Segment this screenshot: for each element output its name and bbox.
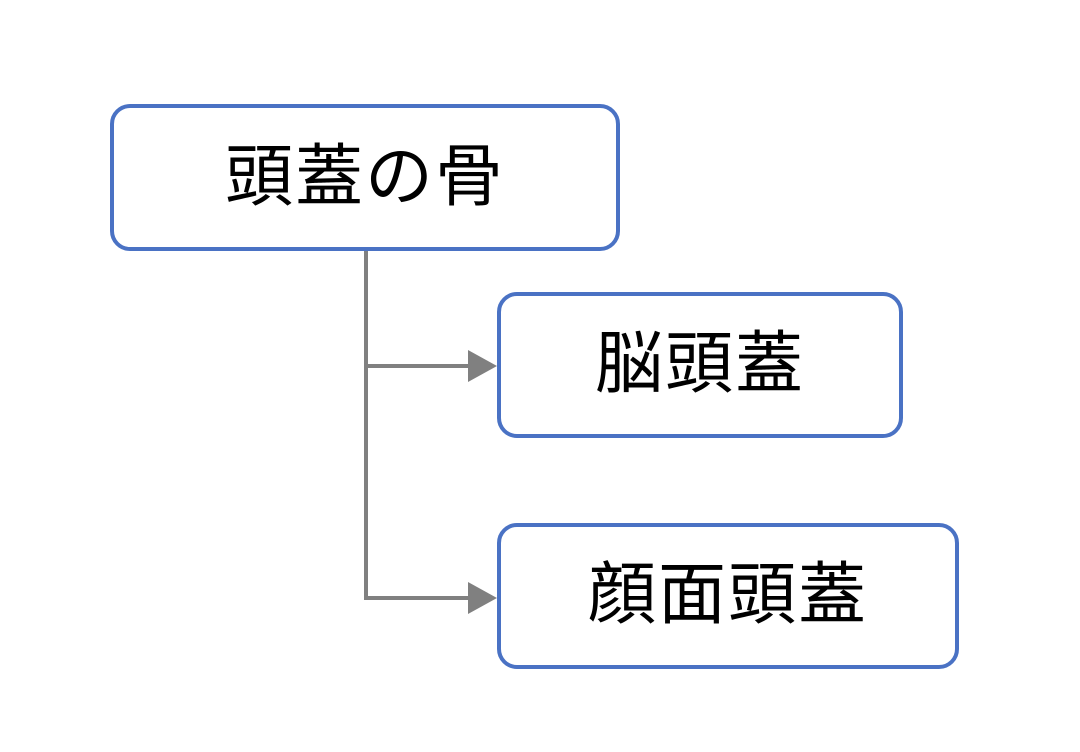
child-node-label: 脳頭蓋 (594, 325, 805, 404)
child-node-neurocranium: 脳頭蓋 (497, 292, 903, 438)
arrowhead-2 (468, 582, 497, 614)
root-node-label: 頭蓋の骨 (224, 137, 505, 217)
root-node: 頭蓋の骨 (110, 104, 620, 251)
child-node-label: 顔面頭蓋 (587, 556, 868, 635)
arrowhead-1 (468, 350, 497, 382)
child-node-viscerocranium: 顔面頭蓋 (497, 523, 959, 669)
